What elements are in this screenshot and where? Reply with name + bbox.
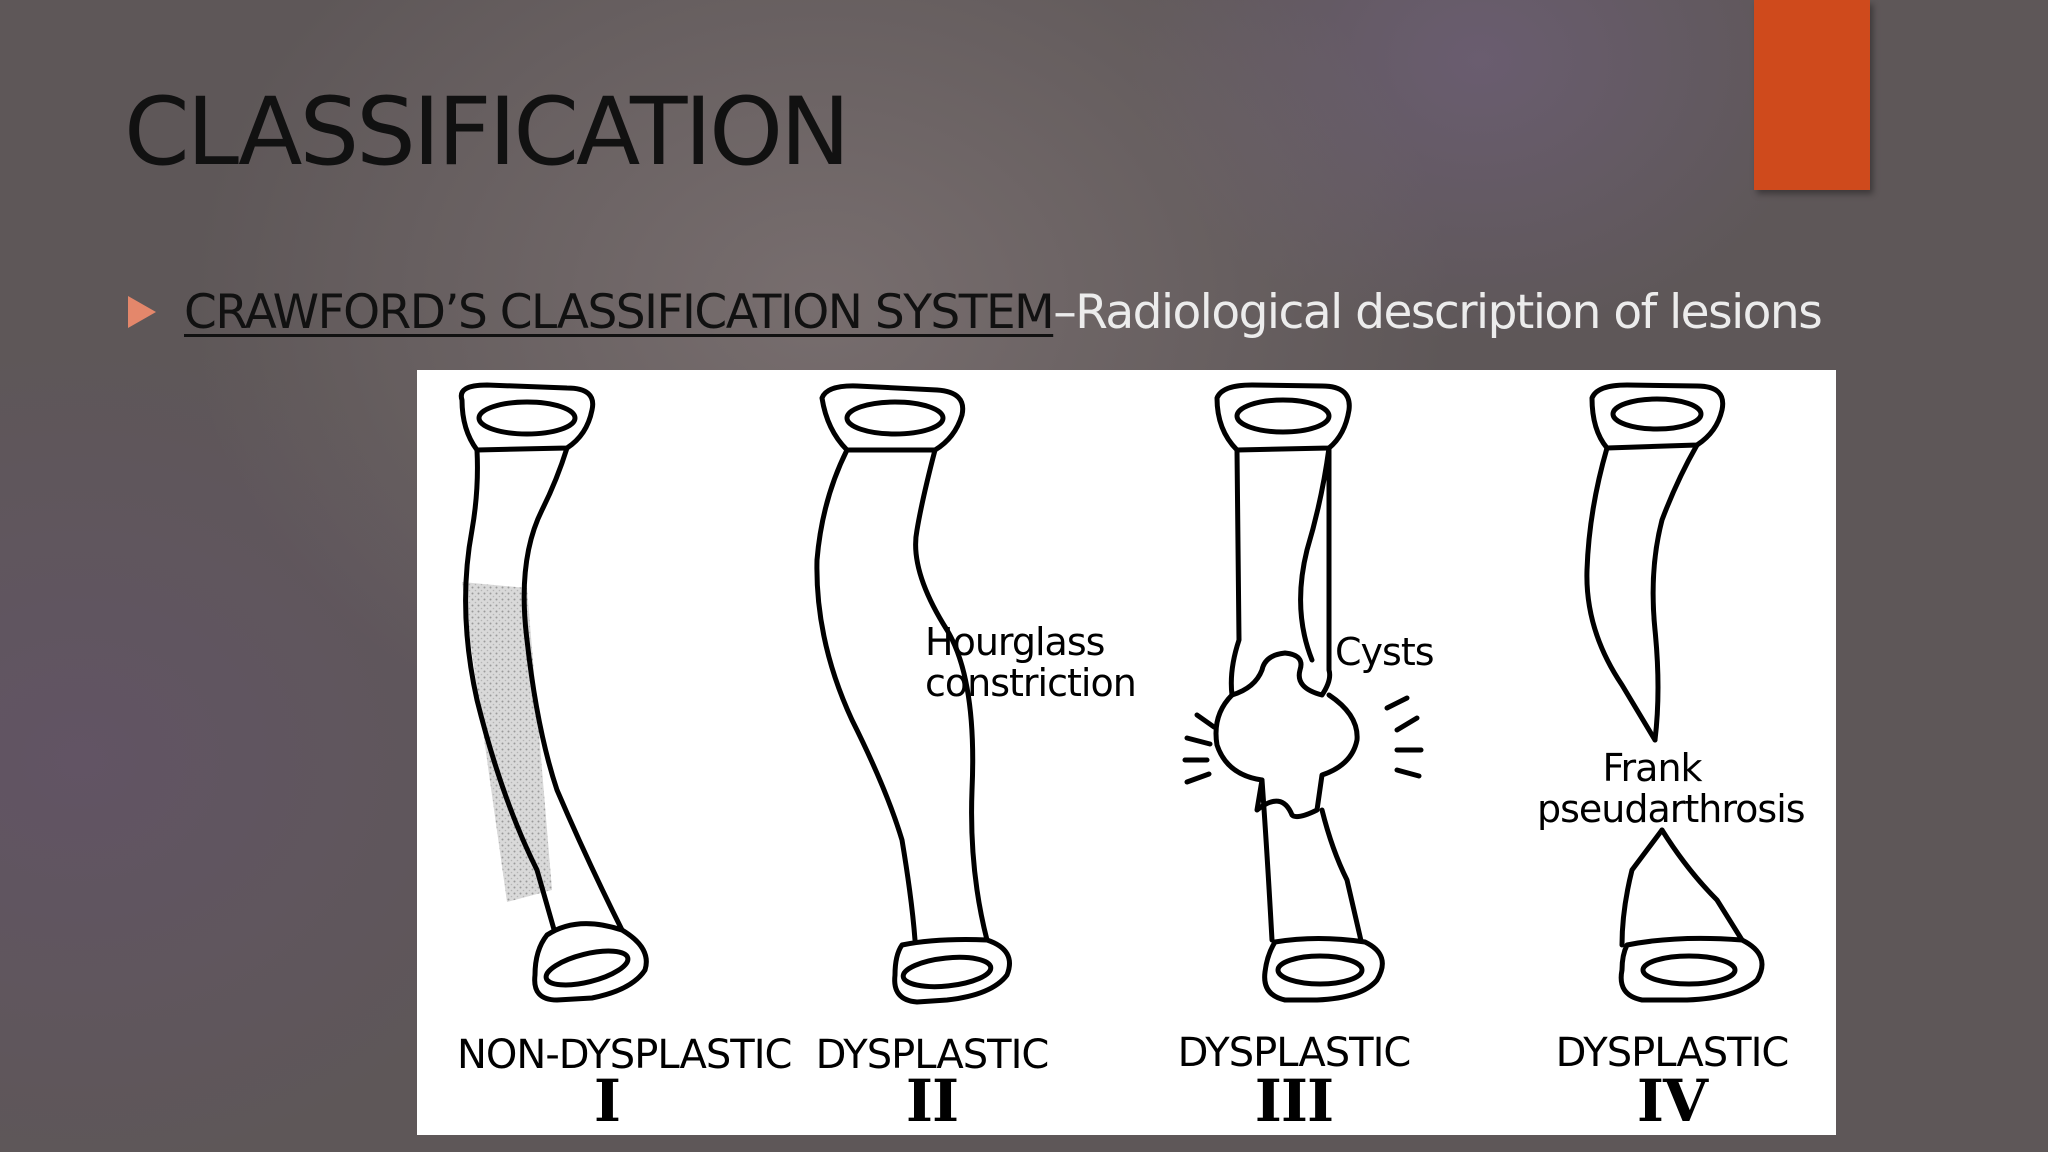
bone-type-2-drawing	[814, 383, 1012, 1005]
bone-type-1-drawing	[458, 382, 649, 1003]
cysts-annotation: Cysts	[1335, 630, 1435, 674]
type-1-label: NON-DYSPLASTIC	[457, 1032, 792, 1078]
slide-title: CLASSIFICATION	[124, 78, 850, 187]
tibia-drawings	[458, 382, 1765, 1005]
bullet-item: CRAWFORD’S CLASSIFICATION SYSTEM –Radiol…	[128, 272, 1823, 352]
bone-type-4-drawing	[1584, 382, 1765, 1003]
type-4-label: DYSPLASTIC	[1555, 1030, 1790, 1076]
bone-type-3-drawing	[1182, 382, 1424, 1003]
crawford-classification-figure: NON-DYSPLASTIC I DYSPLASTIC II Hourglass…	[417, 370, 1836, 1135]
type-3-label: DYSPLASTIC	[1177, 1030, 1412, 1076]
bullet-heading: CRAWFORD’S CLASSIFICATION SYSTEM	[184, 284, 1055, 340]
accent-bar	[1754, 0, 1870, 190]
hourglass-annotation: Hourglass constriction	[925, 620, 1137, 706]
type-4-roman: IV	[1636, 1067, 1708, 1135]
type-2-roman: II	[905, 1067, 959, 1135]
triangle-right-icon	[128, 296, 156, 328]
bullet-description: –Radiological description of lesions	[1053, 284, 1822, 340]
pseudarthrosis-annotation: Frank pseudarthrosis	[1537, 746, 1806, 832]
type-3-roman: III	[1254, 1067, 1334, 1135]
type-2-label: DYSPLASTIC	[815, 1032, 1050, 1078]
type-1-roman: I	[593, 1067, 621, 1135]
